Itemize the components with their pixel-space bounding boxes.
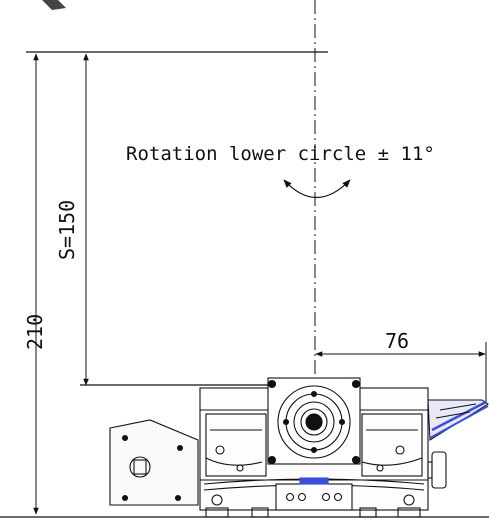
side-knob xyxy=(431,451,447,489)
dim-s150-label: S=150 xyxy=(55,200,79,260)
top-fragment xyxy=(42,0,66,10)
tilted-plate xyxy=(427,399,489,441)
machine-assembly xyxy=(109,377,447,518)
left-bracket xyxy=(109,419,199,506)
left-bracket-slot xyxy=(133,459,147,475)
rotor-outer xyxy=(277,385,351,459)
rotation-label: Rotation lower circle ± 11° xyxy=(126,143,435,165)
dim-210-label: 210 xyxy=(23,314,47,350)
rotor-hub xyxy=(305,413,323,431)
dim-76-label: 76 xyxy=(385,329,409,353)
rotation-arrow-icon xyxy=(283,179,351,199)
